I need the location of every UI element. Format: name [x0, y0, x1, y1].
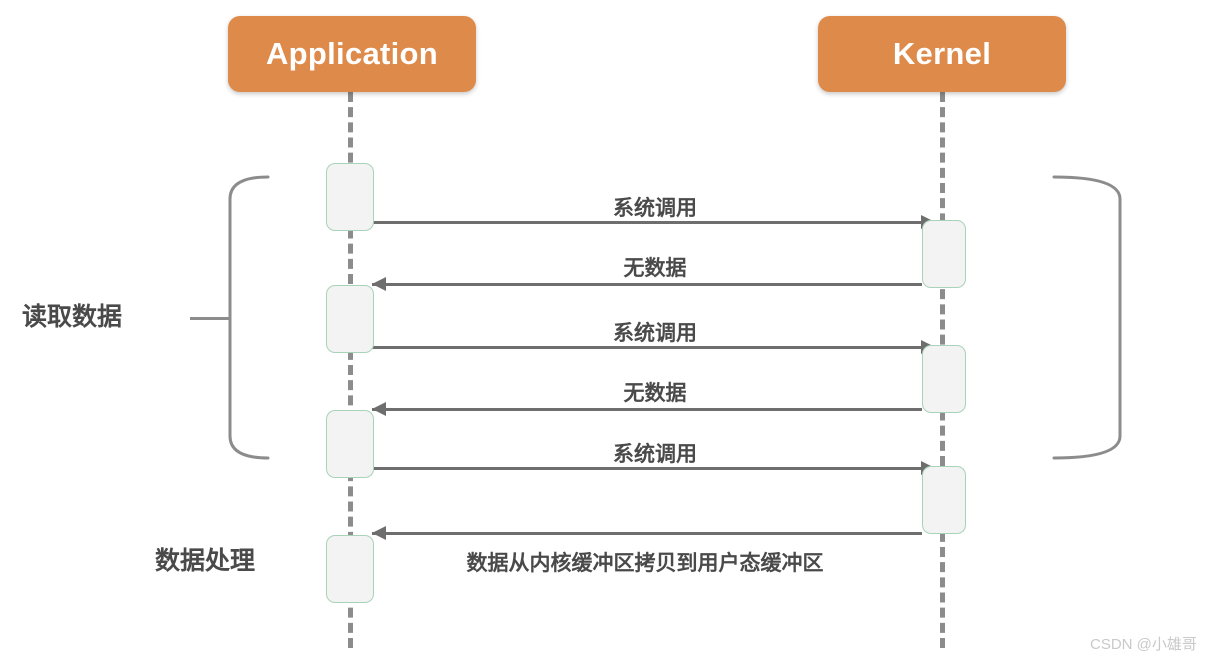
- participant-kernel-label: Kernel: [892, 36, 992, 71]
- msg-1-line: [372, 221, 934, 224]
- group-read-data-right-brace-icon: [1052, 175, 1122, 460]
- participant-application-label: Application: [265, 36, 439, 71]
- participant-application[interactable]: Application: [228, 16, 476, 92]
- app-act-4[interactable]: [326, 535, 374, 603]
- msg-5-label: 系统调用: [613, 443, 697, 466]
- msg-1-label: 系统调用: [613, 197, 697, 220]
- group-read-data-left-brace-icon: [228, 175, 270, 460]
- app-act-2[interactable]: [326, 285, 374, 353]
- msg-6-line: [372, 532, 922, 535]
- app-act-1[interactable]: [326, 163, 374, 231]
- app-act-3[interactable]: [326, 410, 374, 478]
- group-data-processing-label: 数据处理: [155, 547, 256, 575]
- kernel-act-3[interactable]: [922, 466, 966, 534]
- msg-2-line: [372, 283, 922, 286]
- group-read-data-label: 读取数据: [22, 303, 123, 331]
- msg-6-arrowhead-icon: [372, 526, 386, 540]
- msg-2-arrowhead-icon: [372, 277, 386, 291]
- msg-6-label: 数据从内核缓冲区拷贝到用户态缓冲区: [466, 552, 824, 575]
- msg-3-label: 系统调用: [613, 322, 697, 345]
- lifeline-application: [348, 92, 353, 648]
- msg-4-line: [372, 408, 922, 411]
- msg-5-line: [372, 467, 934, 470]
- kernel-act-1[interactable]: [922, 220, 966, 288]
- csdn-watermark: CSDN @小雄哥: [1090, 636, 1197, 653]
- msg-4-arrowhead-icon: [372, 402, 386, 416]
- msg-2-label: 无数据: [623, 257, 687, 280]
- msg-4-label: 无数据: [623, 382, 687, 405]
- msg-3-line: [372, 346, 934, 349]
- kernel-act-2[interactable]: [922, 345, 966, 413]
- participant-kernel[interactable]: Kernel: [818, 16, 1066, 92]
- group-read-data-brace-connector: [190, 316, 230, 320]
